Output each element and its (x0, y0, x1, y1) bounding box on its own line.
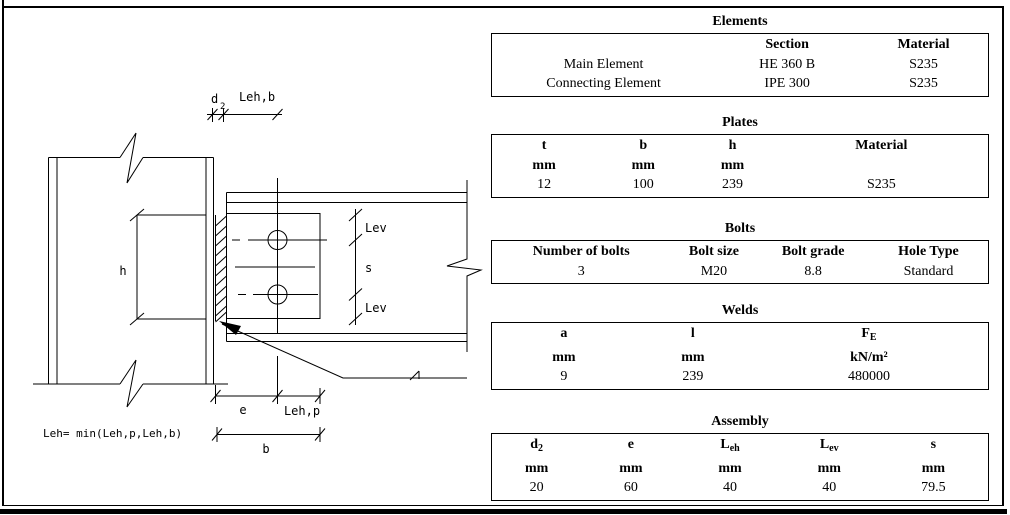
elements-row-section: IPE 300 (764, 76, 810, 91)
elements-header-blank (492, 35, 715, 55)
elements-table-box: Section Material Main Element HE 360 B S… (491, 33, 989, 97)
assembly-value-cell: 79.5 (921, 480, 946, 495)
plates-unit-cell: mm (631, 157, 655, 173)
elements-table: Elements Section Material Main Element H… (491, 13, 989, 97)
plates-value-cell: S235 (866, 177, 896, 192)
plates-unit-cell: mm (720, 157, 745, 173)
weld-hatch (215, 215, 227, 323)
label-leh-b: Leh,b (239, 90, 275, 104)
bolts-header-cell: Number of bolts (532, 244, 630, 259)
bolts-table-box: Number of bolts Bolt size Bolt grade Hol… (491, 240, 989, 284)
assembly-table: Assembly d2 e Leh Lev s mm mm mm mm mm 2… (491, 413, 989, 501)
bolts-value-cell: 3 (577, 263, 585, 279)
assembly-header-sub: 2 (538, 443, 544, 454)
column-outline (33, 157, 228, 385)
label-h: h (119, 264, 126, 278)
label-leh-formula: Leh= min(Leh,p,Leh,b) (43, 427, 182, 440)
bolts-table-title: Bolts (724, 221, 756, 236)
welds-value-cell: 9 (560, 369, 568, 384)
plates-header-cell: b (639, 138, 648, 153)
welds-header-cell: FE (861, 326, 877, 343)
elements-header-material: Material (897, 37, 950, 52)
welds-header-cell: a (560, 326, 568, 341)
assembly-unit-cell: mm (524, 460, 549, 476)
plates-header-cell: Material (855, 138, 908, 153)
dimension-lev-s (348, 208, 363, 326)
column-break-bottom-icon (119, 359, 144, 408)
welds-unit-cell: mm (681, 349, 705, 365)
welds-value-cell: 239 (682, 369, 704, 384)
assembly-unit-cell: mm (619, 460, 643, 476)
bolts-value-cell: 8.8 (804, 263, 822, 279)
assembly-unit-cell: mm (817, 460, 841, 476)
assembly-header-sub: eh (729, 443, 740, 454)
dimension-d2-lehb (207, 108, 283, 122)
elements-row-material: S235 (909, 76, 938, 91)
elements-table-title: Elements (712, 14, 768, 29)
plates-unit-cell: mm (532, 157, 556, 173)
welds-header-cell: l (690, 326, 695, 341)
welds-unit-cell: kN/m² (850, 349, 888, 365)
assembly-header-cell: e (627, 437, 634, 452)
welds-header-sub: E (869, 332, 877, 343)
bolts-header-cell: Hole Type (898, 244, 959, 259)
plates-table: Plates t b h Material mm mm mm 12 100 23… (491, 114, 989, 198)
welds-value-cell: 480000 (847, 369, 890, 384)
assembly-value-cell: 40 (723, 480, 738, 495)
assembly-value-cell: 20 (529, 480, 544, 495)
assembly-header-cell: Leh (720, 437, 740, 454)
welds-unit-cell: mm (552, 349, 576, 365)
assembly-unit-cell: mm (718, 460, 742, 476)
bolts-header-cell: Bolt size (688, 244, 740, 259)
column-break-top-icon (119, 132, 144, 184)
assembly-unit-cell: mm (921, 460, 946, 476)
plates-header-cell: h (728, 138, 737, 153)
plates-header-cell: t (541, 138, 547, 153)
label-lev-top: Lev (365, 221, 387, 235)
welds-table-box: a l FE mm mm kN/m² 9 239 480000 (491, 322, 989, 390)
dimension-b (211, 427, 326, 442)
label-b: b (262, 442, 269, 456)
beam-outline (226, 192, 467, 342)
assembly-value-cell: 60 (623, 480, 638, 495)
bolts-value-cell: M20 (700, 263, 728, 279)
label-d2-subscript: 2 (220, 102, 225, 112)
weld-leader-arrow (219, 321, 467, 381)
assembly-header-cell: Lev (819, 437, 839, 454)
bolts-value-cell: Standard (903, 263, 954, 279)
plates-value-cell: 100 (632, 177, 654, 192)
assembly-table-box: d2 e Leh Lev s mm mm mm mm mm 20 60 40 4… (491, 433, 989, 501)
elements-row-label: Main Element (563, 56, 644, 72)
plates-table-title: Plates (722, 115, 758, 130)
assembly-header-sub: ev (829, 443, 839, 454)
label-lev-bottom: Lev (365, 301, 387, 315)
label-s: s (365, 261, 372, 275)
beam-break-icon (446, 180, 483, 352)
plates-unit-cell (775, 156, 988, 176)
assembly-header-cell: d2 (530, 437, 544, 454)
assembly-header-cell: s (930, 437, 937, 452)
label-leh-p: Leh,p (284, 404, 320, 418)
plate-face-projection (129, 208, 206, 326)
assembly-value-cell: 40 (822, 480, 837, 495)
dimension-e-lehp (210, 385, 326, 404)
label-e: e (239, 403, 246, 417)
elements-header-section: Section (765, 37, 809, 52)
bolt-group (232, 178, 327, 404)
elements-row-section: HE 360 B (759, 56, 816, 72)
plates-value-cell: 12 (537, 177, 552, 192)
plates-value-cell: 239 (722, 177, 744, 192)
plates-table-box: t b h Material mm mm mm 12 100 239 S235 (491, 134, 989, 198)
welds-table-title: Welds (721, 303, 759, 318)
label-d2: d (211, 92, 218, 106)
bolts-table: Bolts Number of bolts Bolt size Bolt gra… (491, 220, 989, 284)
elements-row-material: S235 (909, 56, 938, 72)
bolts-header-cell: Bolt grade (781, 244, 845, 259)
assembly-table-title: Assembly (711, 414, 769, 429)
welds-table: Welds a l FE mm mm kN/m² 9 239 480000 (491, 302, 989, 390)
elements-row-label: Connecting Element (546, 76, 661, 91)
